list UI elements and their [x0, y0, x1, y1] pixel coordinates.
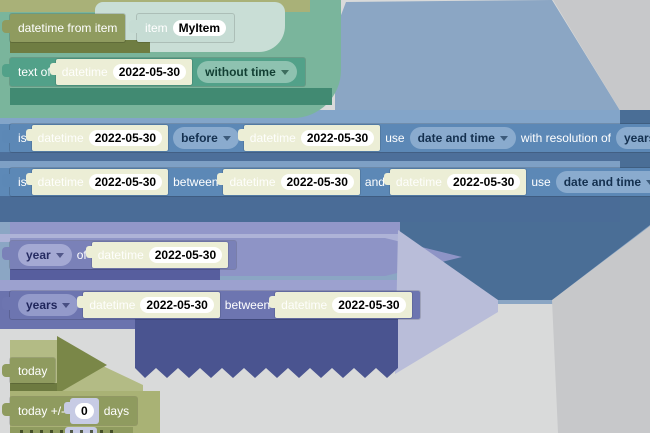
date-field[interactable]: 2022-05-30: [300, 130, 375, 146]
block-is-before[interactable]: is datetime 2022-05-30 before datetime 202…: [1, 124, 650, 152]
datetime-label: datetime: [61, 65, 108, 79]
item-name-field[interactable]: MyItem: [172, 20, 227, 36]
block-year-of[interactable]: year of datetime 2022-05-30: [1, 241, 237, 269]
resolution-dropdown[interactable]: years: [615, 127, 650, 149]
use-mode-dropdown[interactable]: date and time: [409, 127, 516, 149]
dropdown-value: years: [623, 131, 650, 145]
dropdown-arrow-icon: [55, 252, 64, 258]
background-olive-dark-strip: [10, 383, 57, 392]
of-label: of: [76, 248, 87, 262]
datetime-shadow-block[interactable]: datetime 2022-05-30: [383, 169, 527, 195]
dropdown-value: date and time: [417, 131, 495, 145]
puzzle-tab-icon: [77, 296, 85, 308]
resolution-label: with resolution of: [520, 131, 611, 145]
dropdown-arrow-icon: [62, 302, 71, 308]
puzzle-tab-icon: [25, 173, 33, 185]
dropdown-value: year: [26, 248, 51, 262]
unit-dropdown[interactable]: years: [18, 294, 79, 316]
dropdown-arrow-icon: [646, 179, 650, 185]
background-blue-light-strip: [0, 161, 650, 168]
puzzle-tab-icon: [217, 173, 225, 185]
dropdown-value: without time: [205, 65, 276, 79]
block-years-between[interactable]: years datetime 2022-05-30 between datetim…: [2, 291, 420, 319]
dropdown-value: years: [26, 298, 58, 312]
time-mode-dropdown[interactable]: without time: [197, 61, 297, 83]
date-field[interactable]: 2022-05-30: [446, 174, 521, 190]
block-today[interactable]: today: [1, 358, 56, 383]
background-blue-dark-strip-1: [0, 152, 622, 161]
background-teal-shadow-strip: [10, 88, 332, 105]
block-label: today +/-: [18, 404, 66, 418]
puzzle-tab-icon: [269, 296, 277, 308]
between-label: between: [224, 298, 271, 312]
between-label: between: [173, 175, 219, 189]
background-blue-dark-strip-2: [0, 196, 650, 222]
unit-label: days: [103, 404, 130, 418]
item-label: item: [145, 21, 168, 35]
background-navy-torn-edge-shape: [135, 318, 398, 378]
block-item[interactable]: item MyItem: [128, 14, 235, 42]
background-purple-dark-strip: [10, 269, 220, 280]
datetime-shadow-block[interactable]: datetime 2022-05-30: [217, 169, 360, 195]
puzzle-tab-icon: [49, 63, 57, 75]
background-lavender-band: [10, 222, 400, 236]
dropdown-value: before: [181, 131, 218, 145]
datetime-label: datetime: [37, 175, 84, 189]
datetime-shadow-block[interactable]: datetime 2022-05-30: [237, 125, 381, 151]
datetime-label: datetime: [89, 298, 136, 312]
and-label: and: [364, 175, 385, 189]
datetime-label: datetime: [395, 175, 442, 189]
puzzle-tab-icon: [25, 129, 33, 141]
date-field[interactable]: 2022-05-30: [332, 297, 406, 313]
partial-block-clipped-text: [20, 430, 120, 433]
block-today-offset[interactable]: today +/- 0 days: [1, 397, 138, 425]
comparison-dropdown[interactable]: before: [173, 127, 239, 149]
datetime-shadow-block[interactable]: datetime 2022-05-30: [25, 125, 169, 151]
puzzle-tab-icon: [237, 129, 245, 141]
number-shadow-block[interactable]: 0: [64, 398, 99, 424]
background-olive-shadow-strip: [10, 40, 150, 53]
datetime-shadow-block[interactable]: datetime 2022-05-30: [269, 292, 412, 318]
puzzle-tab-icon: [383, 173, 391, 185]
use-label: use: [531, 175, 551, 189]
date-field[interactable]: 2022-05-30: [88, 174, 163, 190]
use-mode-dropdown[interactable]: date and time: [555, 171, 650, 193]
date-field[interactable]: 2022-05-30: [140, 297, 214, 313]
datetime-label: datetime: [97, 248, 144, 262]
block-label: text of: [18, 65, 51, 79]
puzzle-tab-icon: [64, 402, 72, 414]
background-purple-light-strip: [0, 280, 408, 291]
datetime-shadow-block[interactable]: datetime 2022-05-30: [49, 59, 193, 85]
block-text-of[interactable]: text of datetime 2022-05-30 without time: [2, 58, 305, 86]
date-field[interactable]: 2022-05-30: [280, 174, 354, 190]
dropdown-arrow-icon: [280, 69, 289, 75]
datetime-label: datetime: [229, 175, 276, 189]
datetime-label: datetime: [249, 131, 296, 145]
block-is-between[interactable]: is datetime 2022-05-30 between datetime 20…: [1, 168, 650, 196]
dropdown-value: date and time: [563, 175, 642, 189]
datetime-label: datetime: [281, 298, 328, 312]
block-datetime-from-item[interactable]: datetime from item: [1, 14, 126, 42]
datetime-shadow-block[interactable]: datetime 2022-05-30: [77, 292, 220, 318]
dropdown-arrow-icon: [222, 135, 231, 141]
datetime-label: datetime: [37, 131, 84, 145]
number-field[interactable]: 0: [75, 403, 94, 419]
date-field[interactable]: 2022-05-30: [88, 130, 163, 146]
dropdown-arrow-icon: [499, 135, 508, 141]
unit-dropdown[interactable]: year: [18, 244, 72, 266]
block-label: is: [18, 175, 27, 189]
block-label: is: [18, 131, 27, 145]
use-label: use: [385, 131, 405, 145]
date-field[interactable]: 2022-05-30: [112, 64, 187, 80]
puzzle-tab-icon: [85, 246, 93, 258]
block-label: today: [18, 363, 48, 378]
date-field[interactable]: 2022-05-30: [148, 247, 223, 263]
datetime-shadow-block[interactable]: datetime 2022-05-30: [85, 242, 229, 268]
block-label: datetime from item: [18, 21, 118, 35]
datetime-shadow-block[interactable]: datetime 2022-05-30: [25, 169, 169, 195]
